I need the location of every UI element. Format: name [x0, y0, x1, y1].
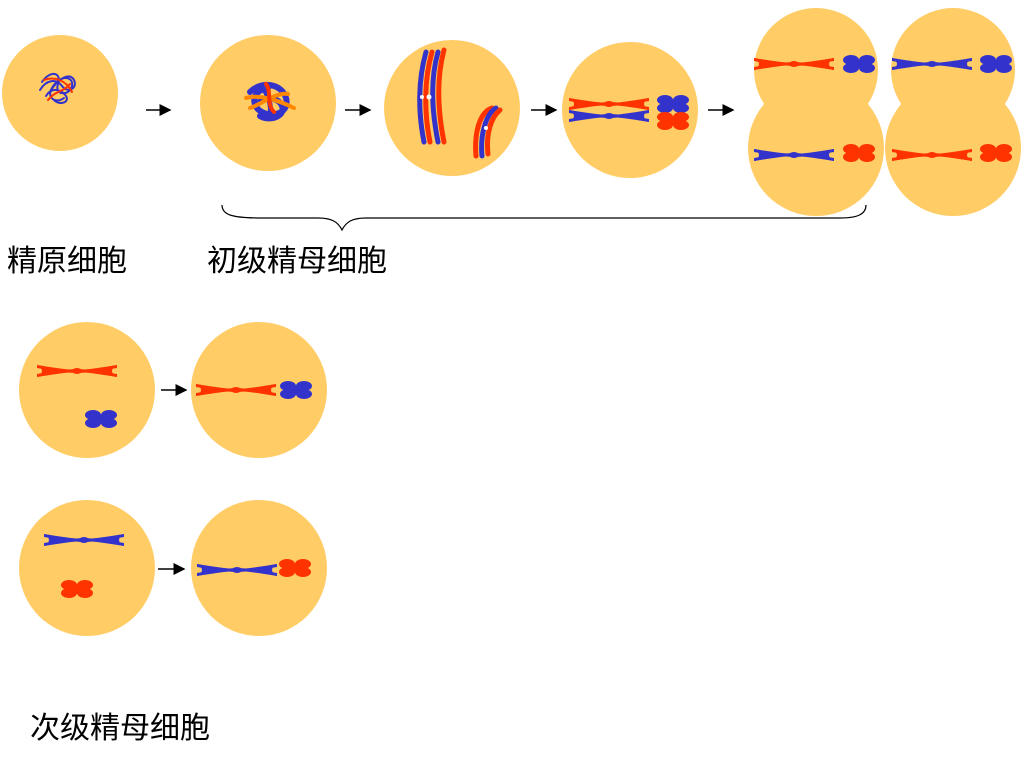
- cell-primary-anaphase-group: [748, 8, 1021, 216]
- label-spermatogonium: 精原细胞: [7, 244, 127, 279]
- cell-secondary-b-metaphase: [191, 500, 327, 636]
- cell-secondary-b-prophase: [19, 500, 155, 636]
- cell-secondary-a-metaphase: [191, 322, 327, 458]
- cell-primary-prophase: [200, 35, 336, 171]
- brace-icon: [221, 204, 867, 232]
- cell-secondary-a-prophase: [19, 322, 155, 458]
- label-primary-spermatocyte: 初级精母细胞: [207, 244, 387, 279]
- cell-spermatogonium: [2, 35, 118, 151]
- cell-primary-metaphase: [562, 42, 698, 178]
- label-secondary-spermatocyte: 次级精母细胞: [30, 711, 210, 746]
- cell-primary-synapsis: [384, 40, 520, 176]
